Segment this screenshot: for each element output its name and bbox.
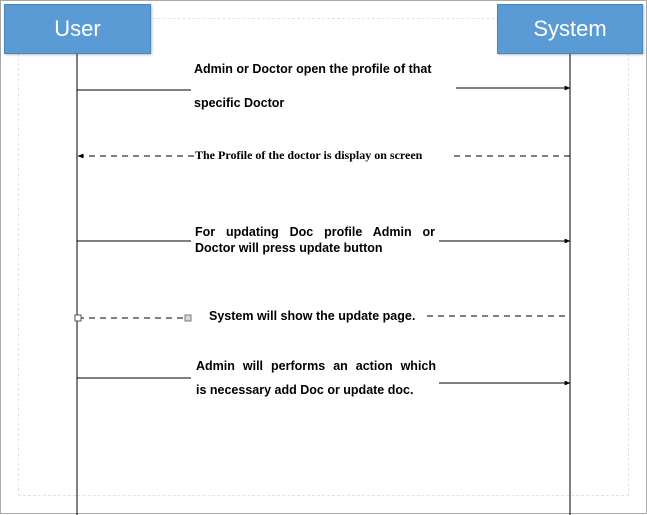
actor-system-label: System	[533, 16, 607, 41]
selection-handle-end[interactable]	[184, 314, 192, 322]
actor-user[interactable]: User	[4, 4, 151, 54]
message-4-line-1: System will show the update page.	[209, 309, 416, 323]
message-2-label[interactable]: The Profile of the doctor is display on …	[195, 146, 427, 164]
actor-user-label: User	[54, 16, 101, 41]
message-3-line-1: For updating Doc profile Admin or	[195, 225, 435, 239]
actor-system[interactable]: System	[497, 4, 643, 54]
diagram-frame	[18, 18, 629, 496]
message-4-label[interactable]: System will show the update page.	[209, 307, 416, 325]
message-1-line-2: specific Doctor	[194, 96, 285, 110]
message-3-line-2: Doctor will press update button	[195, 241, 383, 255]
message-1-line-1: Admin or Doctor open the profile of that	[194, 62, 432, 76]
message-5-line-1: Admin will performs an action which	[196, 359, 436, 373]
message-5-line-2: is necessary add Doc or update doc.	[196, 383, 414, 397]
selection-handle-start[interactable]	[74, 314, 82, 322]
message-1-label[interactable]: Admin or Doctor open the profile of that…	[194, 59, 456, 113]
message-3-label[interactable]: For updating Doc profile Admin or Doctor…	[195, 224, 435, 256]
message-5-label[interactable]: Admin will performs an action which is n…	[196, 356, 436, 400]
message-2-line-1: The Profile of the doctor is display on …	[195, 148, 423, 162]
